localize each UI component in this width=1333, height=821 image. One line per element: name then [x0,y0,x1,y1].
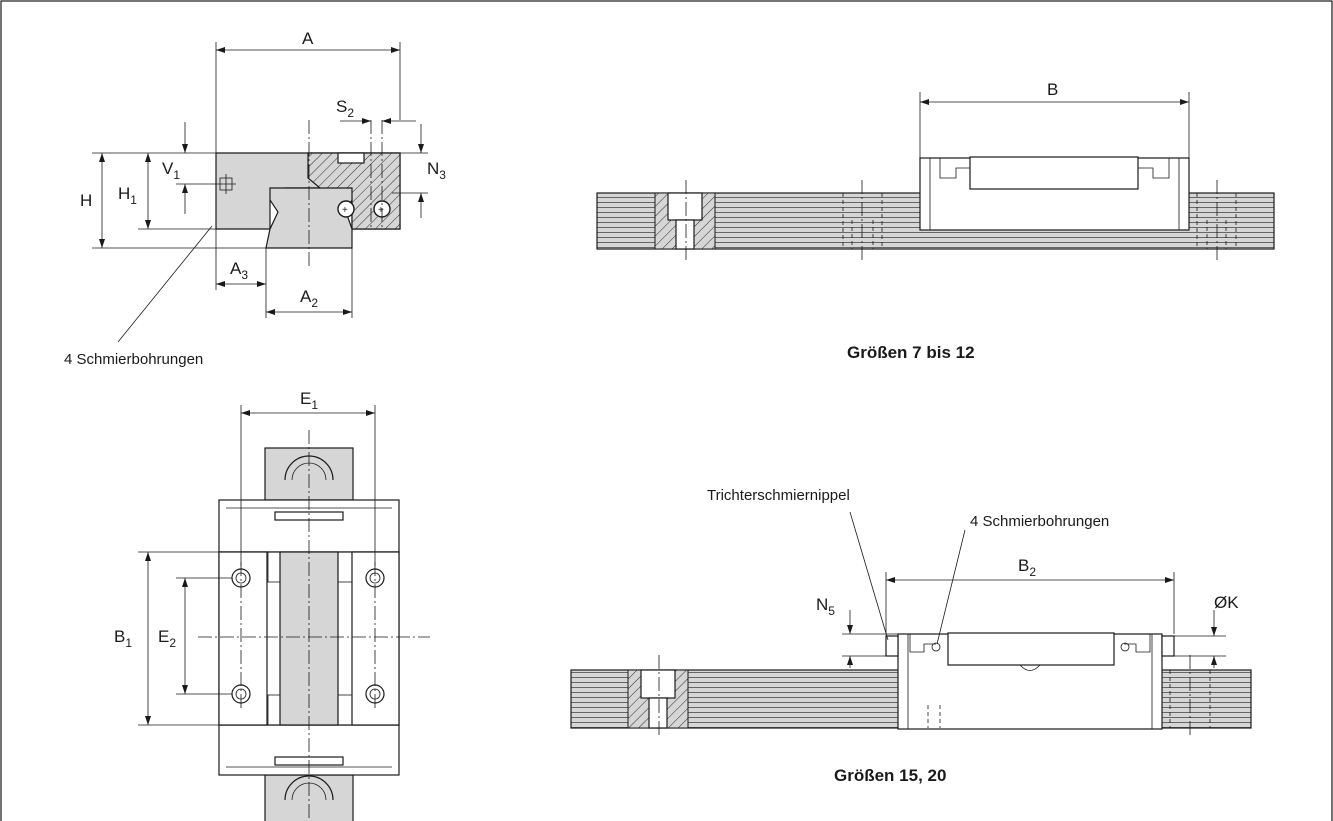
svg-text:+: + [342,205,348,216]
dim-E2: E2 [158,627,176,650]
dim-A3: A3 [230,259,248,282]
note-lube-holes-left: 4 Schmierbohrungen [64,351,203,368]
dim-S2: S2 [336,97,354,120]
dim-E1: E1 [300,389,318,412]
dim-N5: N5 [816,595,835,618]
dim-A2: A2 [300,287,318,310]
dim-B: B [1047,80,1058,99]
top-view: E1 B1 E2 [114,389,430,821]
note-lube-holes-right: 4 Schmierbohrungen [970,513,1109,530]
cross-section-view: + + A S2 N3 V1 H1 [64,29,446,368]
dim-B1: B1 [114,627,132,650]
dim-B2: B2 [1018,556,1036,579]
caption-sizes-small: Größen 7 bis 12 [847,343,975,362]
svg-text:+: + [378,205,384,216]
dim-A: A [302,29,314,48]
dim-H1: H1 [118,184,137,207]
dim-OK: ØK [1214,593,1239,612]
note-grease-nipple: Trichterschmiernippel [707,487,850,504]
side-view-small: B Größen 7 bis 12 [596,80,1275,362]
side-view-large: B2 N5 ØK Trichterschmiernippel 4 Schmier… [570,487,1252,785]
dim-H: H [80,191,92,210]
dim-N3: N3 [427,159,446,182]
caption-sizes-large: Größen 15, 20 [834,766,946,785]
dim-V1: V1 [162,159,180,182]
ball-left [337,200,355,218]
